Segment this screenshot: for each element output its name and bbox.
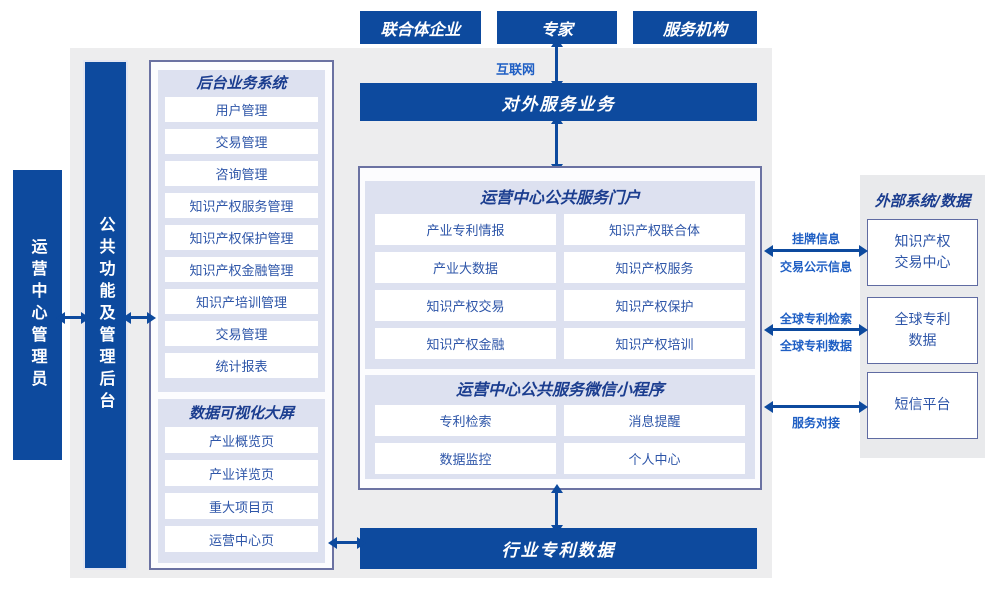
- portal-panel: 运营中心公共服务门户 产业专利情报 知识产权联合体 产业大数据 知识产权服务 知…: [365, 181, 755, 369]
- admin-backend-arrow: [130, 316, 148, 319]
- dashboard-panel-title: 数据可视化大屏: [188, 404, 294, 422]
- portal-item: 知识产权交易: [375, 290, 556, 321]
- industry-patent-data-bar: 行业专利数据: [360, 528, 757, 569]
- sms-platform-box: 短信平台: [867, 372, 978, 439]
- backend-panel-title: 后台业务系统: [196, 74, 287, 92]
- backend-item: 交易管理: [165, 129, 318, 154]
- service-to-portal-arrow: [555, 123, 558, 165]
- portal-item: 知识产权联合体: [564, 214, 745, 245]
- ip-exchange-arrow: [772, 249, 860, 252]
- portal-item: 产业大数据: [375, 252, 556, 283]
- portal-item: 产业专利情报: [375, 214, 556, 245]
- portal-item: 知识产权培训: [564, 328, 745, 359]
- miniapp-item: 专利检索: [375, 405, 556, 436]
- admin-backend-vertical-bar: 公共功能及管理后台: [83, 60, 128, 570]
- global-patent-data-label: 全球专利数据: [779, 339, 852, 353]
- listing-info-label: 挂牌信息: [791, 232, 840, 246]
- backend-data-arrow: [336, 541, 358, 544]
- backend-item: 交易管理: [165, 321, 318, 346]
- dashboard-item: 产业详览页: [165, 460, 318, 486]
- dashboard-items: 产业概览页 产业详览页 重大项目页 运营中心页: [158, 427, 325, 552]
- ext-box-line: 全球专利: [894, 312, 951, 329]
- miniapp-items-grid: 专利检索 消息提醒 数据监控 个人中心: [375, 405, 745, 474]
- ext-box-line: 知识产权: [894, 234, 951, 251]
- global-patent-search-label: 全球专利检索: [779, 312, 852, 326]
- portal-to-data-arrow: [555, 492, 558, 526]
- portal-item: 知识产权保护: [564, 290, 745, 321]
- center-service-box: 运营中心公共服务门户 产业专利情报 知识产权联合体 产业大数据 知识产权服务 知…: [358, 166, 762, 490]
- backend-item: 用户管理: [165, 97, 318, 122]
- backend-item: 知识产权保护管理: [165, 225, 318, 250]
- external-systems-panel: 外部系统/数据 知识产权 交易中心 全球专利 数据 短信平台: [860, 175, 985, 458]
- dashboard-item: 重大项目页: [165, 493, 318, 519]
- backend-items: 用户管理 交易管理 咨询管理 知识产权服务管理 知识产权保护管理 知识产权金融管…: [158, 97, 325, 378]
- internet-arrow: [555, 46, 558, 82]
- backend-item: 咨询管理: [165, 161, 318, 186]
- miniapp-item: 个人中心: [564, 443, 745, 474]
- portal-panel-title: 运营中心公共服务门户: [479, 188, 640, 207]
- sms-arrow: [772, 405, 860, 408]
- portal-item: 知识产权金融: [375, 328, 556, 359]
- dashboard-item: 产业概览页: [165, 427, 318, 453]
- miniapp-panel-title: 运营中心公共服务微信小程序: [455, 380, 664, 399]
- internet-label: 互联网: [496, 63, 536, 78]
- trade-publicity-label: 交易公示信息: [779, 260, 852, 274]
- miniapp-item: 消息提醒: [564, 405, 745, 436]
- ext-box-line: 交易中心: [894, 254, 951, 271]
- service-docking-label: 服务对接: [791, 416, 840, 430]
- operator-admin-arrow: [64, 316, 82, 319]
- miniapp-item: 数据监控: [375, 443, 556, 474]
- backend-item: 知识产权金融管理: [165, 257, 318, 282]
- ext-box-line: 短信平台: [894, 397, 951, 414]
- portal-item: 知识产权服务: [564, 252, 745, 283]
- backend-outer-box: 后台业务系统 用户管理 交易管理 咨询管理 知识产权服务管理 知识产权保护管理 …: [149, 60, 334, 570]
- operator-vertical-box: 运营中心管理员: [13, 170, 62, 460]
- portal-items-grid: 产业专利情报 知识产权联合体 产业大数据 知识产权服务 知识产权交易 知识产权保…: [375, 214, 745, 359]
- actor-box-consortium: 联合体企业: [360, 11, 481, 44]
- global-patent-data-box: 全球专利 数据: [867, 297, 978, 364]
- ip-exchange-center-box: 知识产权 交易中心: [867, 219, 978, 286]
- external-systems-title: 外部系统/数据: [874, 192, 971, 210]
- actor-box-service-orgs: 服务机构: [633, 11, 757, 44]
- global-patent-arrow: [772, 328, 860, 331]
- backend-item: 知识产权服务管理: [165, 193, 318, 218]
- backend-panel: 后台业务系统 用户管理 交易管理 咨询管理 知识产权服务管理 知识产权保护管理 …: [158, 70, 325, 392]
- miniapp-panel: 运营中心公共服务微信小程序 专利检索 消息提醒 数据监控 个人中心: [365, 375, 755, 479]
- dashboard-item: 运营中心页: [165, 526, 318, 552]
- ext-box-line: 数据: [908, 332, 937, 349]
- backend-item: 知识产培训管理: [165, 289, 318, 314]
- dashboard-panel: 数据可视化大屏 产业概览页 产业详览页 重大项目页 运营中心页: [158, 399, 325, 563]
- backend-item: 统计报表: [165, 353, 318, 378]
